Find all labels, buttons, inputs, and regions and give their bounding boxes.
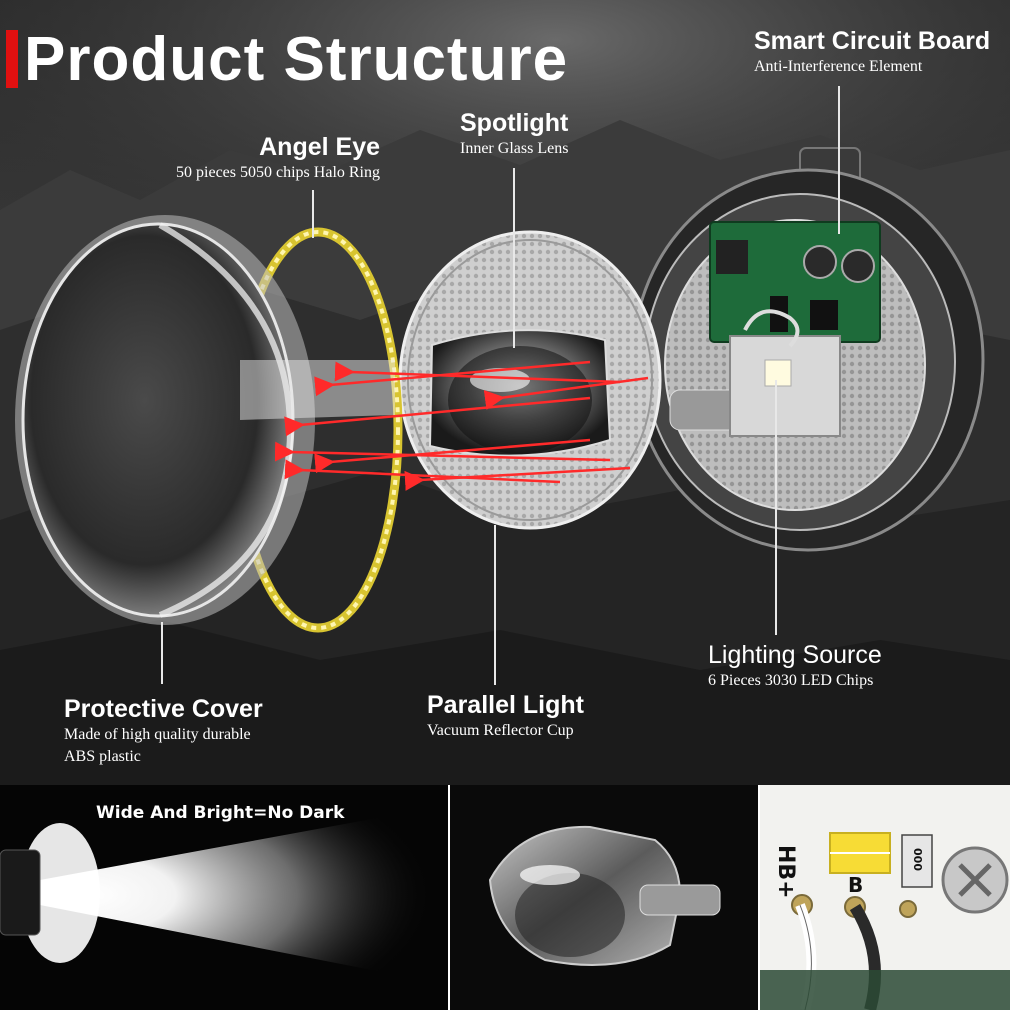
leader-spotlight: [513, 168, 515, 348]
light-path-arrows: [274, 360, 649, 491]
label-angel-eye: Angel Eye 50 pieces 5050 chips Halo Ring: [176, 132, 380, 184]
label-protective-cover: Protective Cover Made of high quality du…: [64, 694, 263, 768]
circuit-board-image: [709, 221, 881, 437]
lens-panel: [448, 785, 758, 1010]
board-panel: HB+ B 000: [758, 785, 1010, 1010]
angel-eye-heading: Angel Eye: [259, 133, 380, 161]
beam-caption: Wide And Bright=No Dark: [96, 803, 345, 823]
label-smart-circuit-board: Smart Circuit Board Anti-Interference El…: [754, 26, 990, 78]
exploded-view: [15, 147, 985, 633]
leader-protective-cover: [161, 622, 163, 684]
board-b-label: B: [848, 873, 864, 897]
board-closeup-image: [760, 785, 1010, 1010]
protective-cover-sub-line2: ABS plastic: [64, 748, 141, 765]
leader-angel-eye: [312, 190, 314, 238]
lighting-source-sub: 6 Pieces 3030 LED Chips: [708, 672, 874, 689]
leader-parallel-light: [494, 525, 496, 685]
protective-cover-image: [15, 215, 395, 625]
beam-panel: Wide And Bright=No Dark: [0, 785, 448, 1010]
leader-smart-circuit-board: [838, 86, 840, 234]
title-accent-bar: [6, 30, 18, 88]
smart-circuit-board-sub: Anti-Interference Element: [754, 58, 923, 75]
board-hb-plus-label: HB+: [773, 845, 798, 899]
spotlight-sub: Inner Glass Lens: [460, 140, 569, 157]
board-resistor-label: 000: [910, 848, 924, 871]
angel-eye-sub: 50 pieces 5050 chips Halo Ring: [176, 164, 380, 181]
lighting-source-heading: Lighting Source: [708, 641, 882, 669]
protective-cover-sub-line1: Made of high quality durable: [64, 726, 251, 743]
reflector-image: [398, 230, 662, 530]
parallel-light-heading: Parallel Light: [427, 691, 584, 719]
leader-lighting-source: [775, 380, 777, 635]
protective-cover-heading: Protective Cover: [64, 695, 263, 723]
label-spotlight: Spotlight Inner Glass Lens: [460, 108, 568, 160]
light-beam-image: [0, 805, 448, 985]
lens-closeup-image: [488, 825, 721, 966]
label-parallel-light: Parallel Light Vacuum Reflector Cup: [427, 690, 584, 742]
page-title: Product Structure: [24, 25, 569, 94]
smart-circuit-board-heading: Smart Circuit Board: [754, 27, 991, 55]
label-lighting-source: Lighting Source 6 Pieces 3030 LED Chips: [708, 640, 882, 692]
parallel-light-sub: Vacuum Reflector Cup: [427, 722, 574, 739]
spotlight-heading: Spotlight: [460, 109, 569, 137]
